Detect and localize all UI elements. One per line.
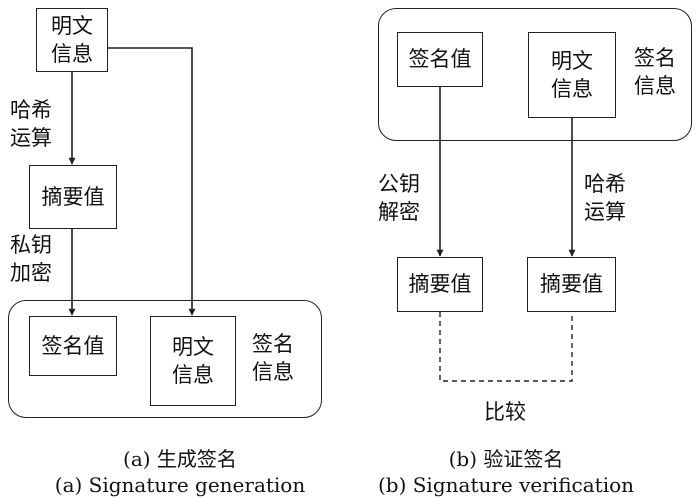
caption-a-en: (a) Signature generation [54, 473, 306, 497]
digest-box-b-left: 摘要值 [397, 257, 483, 312]
caption-b-en: (b) Signature verification [377, 473, 635, 497]
signed-message-group-b [378, 8, 692, 141]
plaintext-box: 明文 信息 [36, 8, 108, 72]
plaintext-box-b: 明文 信息 [528, 32, 616, 118]
caption-b-cn: (b) 验证签名 [448, 447, 564, 471]
compare-connector [439, 312, 573, 382]
private-key-encrypt-label: 私钥 加密 [10, 233, 52, 286]
digest-box-b-right: 摘要值 [527, 257, 616, 312]
public-key-decrypt-label: 公钥 解密 [378, 172, 420, 225]
signature-box: 签名值 [29, 316, 117, 376]
signed-message-label: 签名 信息 [252, 332, 294, 385]
signature-box-b: 签名值 [397, 32, 483, 87]
hash-operation-label: 哈希 运算 [10, 98, 52, 151]
signed-message-label-b: 签名 信息 [634, 46, 676, 99]
compare-label: 比较 [484, 400, 526, 424]
signed-message-group [8, 300, 322, 418]
hash-operation-label-b: 哈希 运算 [584, 172, 626, 225]
plaintext-box-2: 明文 信息 [150, 316, 236, 406]
arrow-plaintext-to-signed-message [108, 47, 196, 316]
caption-a-cn: (a) 生成签名 [123, 447, 237, 471]
digest-box: 摘要值 [29, 165, 117, 229]
